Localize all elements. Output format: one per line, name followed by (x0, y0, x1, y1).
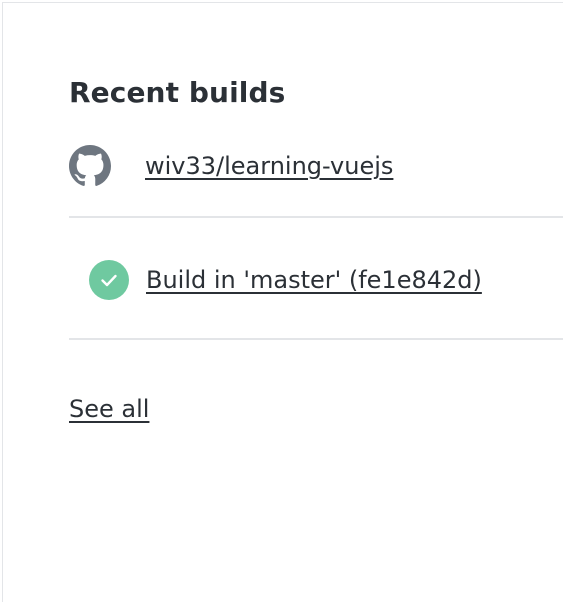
build-link[interactable]: Build in 'master' (fe1e842d) (146, 266, 482, 294)
repository-row: wiv33/learning-vuejs (69, 141, 393, 191)
see-all-link[interactable]: See all (69, 395, 150, 423)
divider (69, 216, 563, 218)
check-circle-icon (89, 260, 129, 300)
section-title: Recent builds (69, 76, 286, 109)
github-icon (69, 145, 111, 187)
build-row: Build in 'master' (fe1e842d) (89, 259, 482, 301)
divider (69, 338, 563, 340)
repository-link[interactable]: wiv33/learning-vuejs (145, 152, 394, 180)
